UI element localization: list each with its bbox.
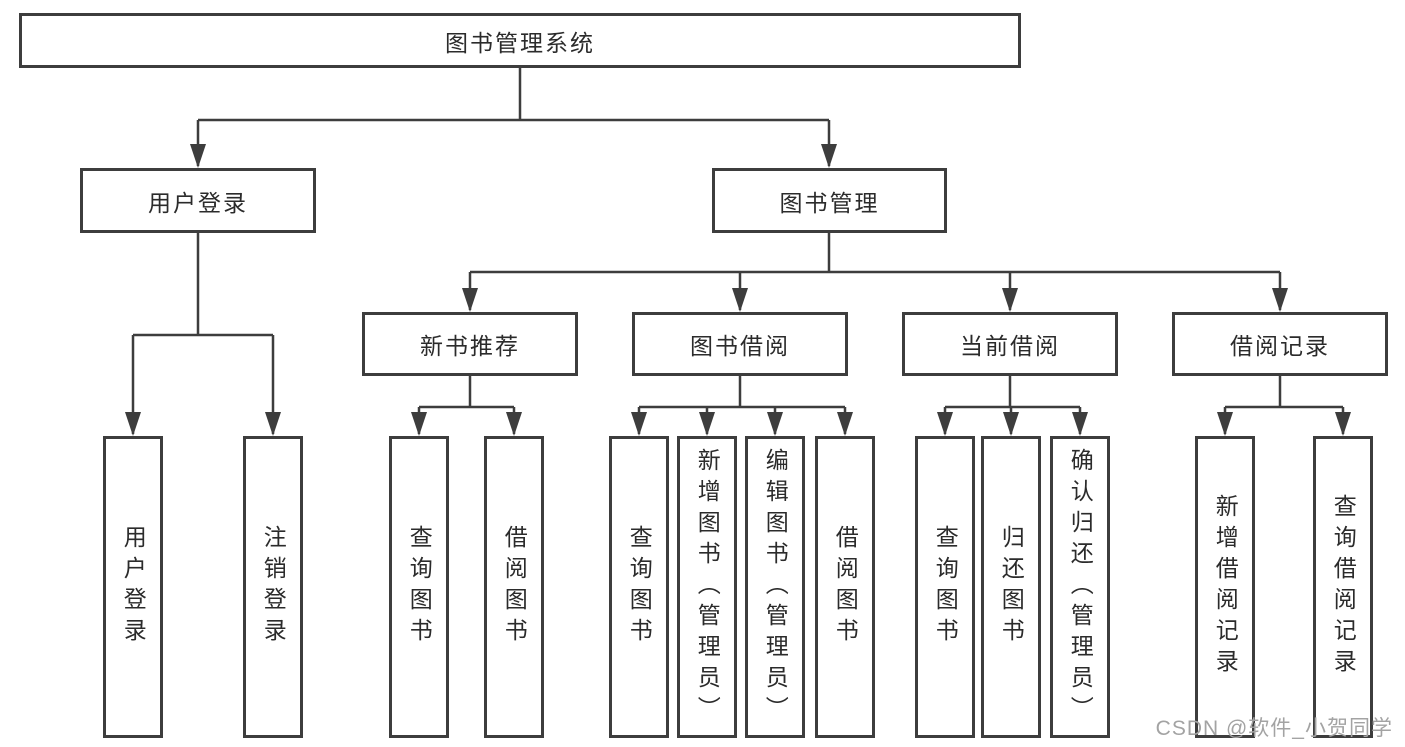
csdn-watermark: CSDN @软件_小贺同学: [1155, 717, 1393, 740]
leaf-label: 借阅图书: [832, 525, 859, 649]
leaf-label: 查询图书: [626, 525, 653, 649]
leaf-query-books-1: 查询图书: [389, 436, 449, 738]
leaf-add-books-admin: 新增图书（管理员）: [677, 436, 737, 738]
arrow-down-icon: [699, 412, 715, 436]
arrowheads: [125, 144, 1351, 436]
arrow-down-icon: [1335, 412, 1351, 436]
leaf-label: 新增图书（管理员）: [694, 447, 721, 727]
leaf-add-borrow-record: 新增借阅记录: [1195, 436, 1255, 738]
leaf-label: 新增借阅记录: [1212, 494, 1239, 680]
arrow-down-icon: [125, 412, 141, 436]
arrow-down-icon: [506, 412, 522, 436]
node-label: 用户登录: [148, 189, 248, 216]
leaf-query-books-3: 查询图书: [915, 436, 975, 738]
arrow-down-icon: [837, 412, 853, 436]
arrow-down-icon: [1217, 412, 1233, 436]
arrow-down-icon: [411, 412, 427, 436]
node-book-management: 图书管理: [712, 168, 947, 233]
leaf-query-books-2: 查询图书: [609, 436, 669, 738]
leaf-label: 注销登录: [260, 525, 287, 649]
arrow-down-icon: [1002, 288, 1018, 312]
leaf-label: 编辑图书（管理员）: [762, 447, 789, 727]
leaf-label: 查询借阅记录: [1330, 494, 1357, 680]
node-new-book-recommendation: 新书推荐: [362, 312, 578, 376]
arrow-down-icon: [190, 144, 206, 168]
leaf-confirm-return-admin: 确认归还（管理员）: [1050, 436, 1110, 738]
leaf-edit-books-admin: 编辑图书（管理员）: [745, 436, 805, 738]
leaf-label: 查询图书: [932, 525, 959, 649]
arrow-down-icon: [462, 288, 478, 312]
arrow-down-icon: [1072, 412, 1088, 436]
arrow-down-icon: [1003, 412, 1019, 436]
arrow-down-icon: [821, 144, 837, 168]
leaf-borrow-books-1: 借阅图书: [484, 436, 544, 738]
leaf-return-books: 归还图书: [981, 436, 1041, 738]
node-user-login: 用户登录: [80, 168, 316, 233]
arrow-down-icon: [631, 412, 647, 436]
node-current-borrowing: 当前借阅: [902, 312, 1118, 376]
node-label: 新书推荐: [420, 333, 520, 359]
node-label: 图书借阅: [690, 333, 790, 359]
leaf-borrow-books-2: 借阅图书: [815, 436, 875, 738]
arrow-down-icon: [937, 412, 953, 436]
leaf-label: 查询图书: [406, 525, 433, 649]
leaf-user-login: 用户登录: [103, 436, 163, 738]
leaf-label: 确认归还（管理员）: [1067, 447, 1094, 727]
arrow-down-icon: [1272, 288, 1288, 312]
node-label: 借阅记录: [1230, 333, 1330, 359]
arrow-down-icon: [767, 412, 783, 436]
arrow-down-icon: [732, 288, 748, 312]
node-label: 图书管理: [779, 189, 880, 216]
node-library-management-system: 图书管理系统: [19, 13, 1021, 68]
arrow-down-icon: [265, 412, 281, 436]
leaf-label: 借阅图书: [501, 525, 528, 649]
node-book-borrowing: 图书借阅: [632, 312, 848, 376]
node-label: 当前借阅: [960, 333, 1060, 359]
leaf-label: 用户登录: [120, 525, 147, 649]
connector-path: [131, 68, 1345, 434]
leaf-logout: 注销登录: [243, 436, 303, 738]
node-label: 图书管理系统: [445, 29, 595, 56]
leaf-query-borrow-record: 查询借阅记录: [1313, 436, 1373, 738]
node-borrowing-records: 借阅记录: [1172, 312, 1388, 376]
leaf-label: 归还图书: [998, 525, 1025, 649]
